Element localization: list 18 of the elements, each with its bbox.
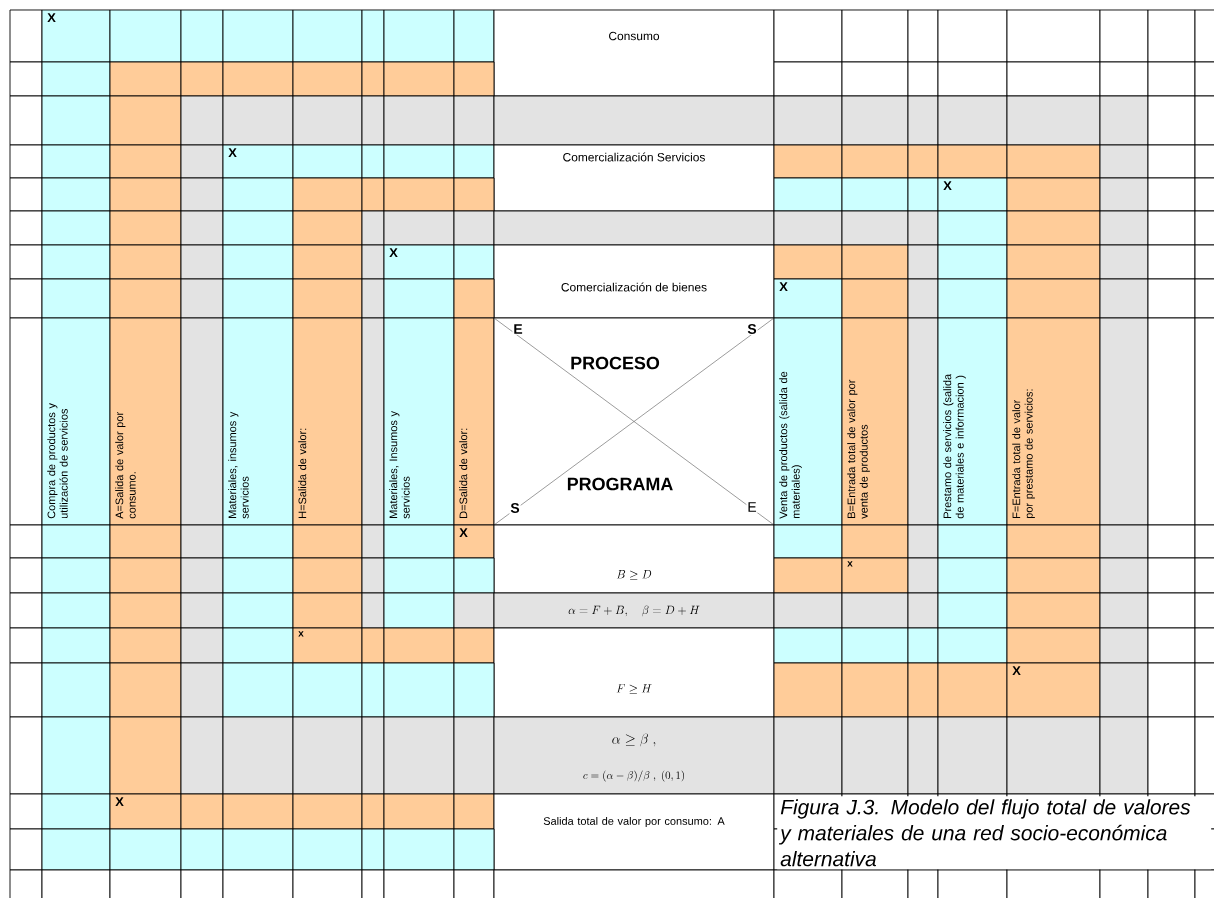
label: E [748,502,757,512]
table-cell: $B \geq D$ [493,524,775,594]
table-cell: X [41,9,111,63]
table-cell: X [109,793,182,830]
label: S [510,503,520,513]
table-cell: X [453,524,495,559]
label: PROCESO [571,356,660,370]
label: PROGRAMA [567,477,673,491]
table-cell: Comercialización Servicios [493,144,775,212]
table-cell: X [222,144,294,179]
table-cell: X [1006,662,1101,718]
table-cell: X [383,244,455,280]
table-cell: $F \geq H$ [493,627,775,718]
table-cell: Comercialización de bienes [493,244,775,319]
table-cell: X [773,278,843,319]
label: S [747,324,757,334]
table-cell: x [841,557,909,594]
label: E [514,324,523,334]
